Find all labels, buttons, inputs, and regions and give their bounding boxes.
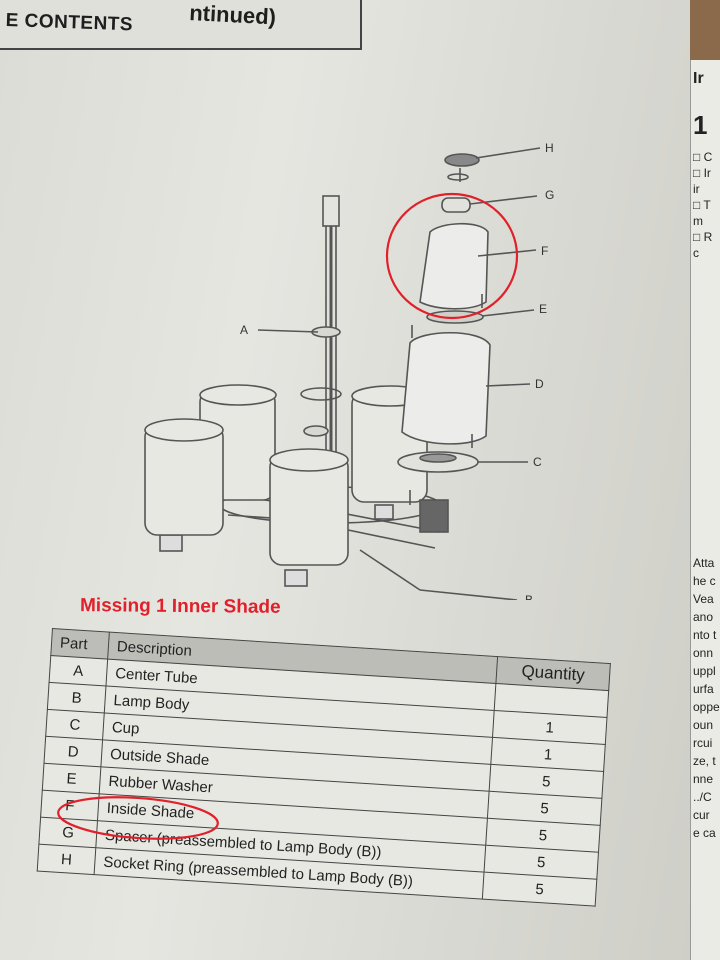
side-page-fragment: m	[693, 214, 703, 228]
side-page-fragment: ano	[693, 610, 714, 624]
exploded-diagram: H G F E D C A B	[144, 141, 554, 600]
side-page-fragment: uppl	[693, 664, 716, 678]
part-cell: E	[42, 763, 101, 794]
side-page-fragment: he c	[693, 574, 716, 588]
side-page-fragment: onn	[693, 646, 714, 660]
part-cell: F	[40, 790, 100, 821]
side-page-fragment: nto t	[693, 628, 717, 642]
part-cell: G	[38, 817, 98, 848]
side-page-fragment: e ca	[693, 826, 716, 840]
finial	[322, 195, 340, 227]
socket	[419, 499, 449, 533]
side-page-fragment: rcui	[693, 736, 713, 750]
side-page-fragment: cur	[693, 808, 710, 822]
outside-shade-part-d	[401, 331, 491, 445]
section-header: E CONTENTS ntinued)	[0, 0, 362, 50]
side-page-fragment: c	[693, 246, 699, 260]
label-e: E	[539, 302, 547, 316]
side-page-fragment: Vea	[693, 592, 714, 606]
label-a: A	[240, 323, 248, 337]
side-page-fragment: ../C	[693, 790, 712, 804]
side-page-fragment: □ R	[693, 230, 713, 244]
manual-page: E CONTENTS ntinued)	[0, 0, 690, 960]
side-page-fragment: 1	[693, 110, 708, 140]
inside-shade-part-f	[419, 222, 489, 310]
side-page-fragment: oppe	[693, 700, 720, 714]
side-page-fragment: ze, t	[693, 754, 716, 768]
side-page-fragment: □ T	[693, 198, 711, 212]
part-cell: B	[47, 682, 106, 713]
label-g: G	[545, 188, 554, 202]
label-h: H	[545, 141, 554, 155]
label-f: F	[541, 244, 548, 258]
missing-part-note: Missing 1 Inner Shade	[79, 595, 281, 618]
side-page-fragment: □ Ir	[693, 166, 711, 180]
side-page-fragment: Atta	[693, 556, 715, 570]
side-page-fragment: ir	[693, 182, 700, 196]
header-part: Part	[50, 628, 110, 660]
side-page-fragment: oun	[693, 718, 714, 732]
rubber-washer-part-e	[426, 310, 484, 324]
label-d: D	[535, 377, 544, 391]
label-b: B	[525, 593, 533, 600]
spacer-part-g	[441, 197, 471, 213]
quantity-cell: 5	[482, 872, 597, 907]
side-page-fragment: Ir	[693, 70, 704, 87]
part-cell: D	[43, 736, 103, 767]
side-page-fragment: urfa	[693, 682, 714, 696]
side-page-fragment: nne	[693, 772, 714, 786]
part-cell: H	[37, 844, 96, 875]
part-cell: A	[49, 655, 108, 687]
side-page-fragment: □ C	[693, 150, 713, 164]
socket-ring-part-h	[444, 153, 480, 167]
label-c: C	[533, 455, 542, 469]
part-cell: C	[45, 709, 105, 740]
